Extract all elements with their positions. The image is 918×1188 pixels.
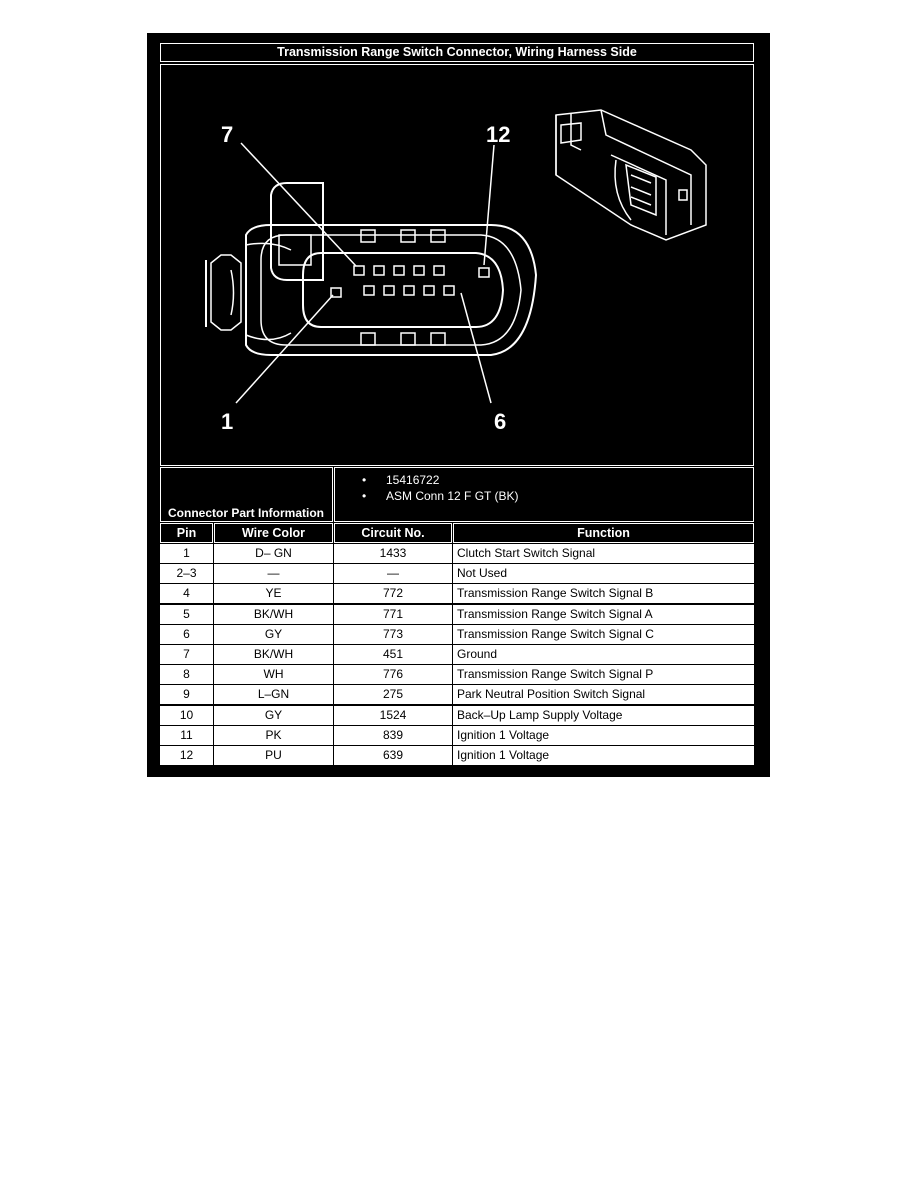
wire-color-cell: YE bbox=[214, 584, 333, 604]
function-cell: Back–Up Lamp Supply Voltage bbox=[453, 705, 754, 725]
circuit-cell: 776 bbox=[334, 665, 452, 685]
pin-cell: 2–3 bbox=[160, 564, 213, 584]
page-title: Transmission Range Switch Connector, Wir… bbox=[160, 43, 754, 62]
circuit-cell: 275 bbox=[334, 685, 452, 705]
function-cell: Not Used bbox=[453, 564, 754, 584]
pin-cell: 1 bbox=[160, 544, 213, 563]
connector-part-information-label: Connector Part Information bbox=[160, 467, 333, 522]
pin-cell: 9 bbox=[160, 685, 213, 705]
pin-face bbox=[302, 252, 505, 328]
part-number: 15416722 bbox=[335, 472, 753, 488]
column-header-circuit: Circuit No. bbox=[334, 523, 452, 543]
pin-callout-7: 7 bbox=[221, 122, 233, 147]
wire-color-cell: PU bbox=[214, 746, 333, 765]
column-header-function: Function bbox=[453, 523, 754, 543]
pin-cell: 6 bbox=[160, 624, 213, 644]
pin-callout-1: 1 bbox=[221, 409, 233, 434]
cpi-label-text: Connector Part Information bbox=[168, 506, 325, 520]
pin-cell: 7 bbox=[160, 645, 213, 664]
circuit-cell: — bbox=[334, 564, 452, 584]
pin-cell: 10 bbox=[160, 705, 213, 725]
connector-face-drawing: 7 12 1 6 bbox=[205, 109, 707, 434]
pin-cell: 12 bbox=[160, 746, 213, 765]
function-cell: Ground bbox=[453, 645, 754, 664]
connector-part-information: 15416722 ASM Conn 12 F GT (BK) bbox=[334, 467, 754, 522]
wire-color-cell: BK/WH bbox=[214, 645, 333, 664]
wire-color-cell: WH bbox=[214, 665, 333, 685]
function-cell: Transmission Range Switch Signal A bbox=[453, 604, 754, 624]
pin-cell: 4 bbox=[160, 584, 213, 604]
connector-perspective-view bbox=[555, 109, 707, 241]
connector-illustration: 7 12 1 6 bbox=[160, 64, 754, 466]
function-cell: Ignition 1 Voltage bbox=[453, 725, 754, 745]
circuit-cell: 773 bbox=[334, 624, 452, 644]
circuit-cell: 1524 bbox=[334, 705, 452, 725]
wire-color-cell: PK bbox=[214, 725, 333, 745]
function-cell: Transmission Range Switch Signal C bbox=[453, 624, 754, 644]
wire-color-cell: GY bbox=[214, 624, 333, 644]
function-cell: Transmission Range Switch Signal P bbox=[453, 665, 754, 685]
circuit-cell: 771 bbox=[334, 604, 452, 624]
function-cell: Ignition 1 Voltage bbox=[453, 746, 754, 765]
pin-cell: 5 bbox=[160, 604, 213, 624]
pin-callout-12: 12 bbox=[486, 122, 510, 147]
pin-cell: 11 bbox=[160, 725, 213, 745]
connector-description: ASM Conn 12 F GT (BK) bbox=[335, 488, 753, 504]
circuit-cell: 772 bbox=[334, 584, 452, 604]
wire-color-cell: D– GN bbox=[214, 544, 333, 563]
circuit-cell: 451 bbox=[334, 645, 452, 664]
function-cell: Park Neutral Position Switch Signal bbox=[453, 685, 754, 705]
wire-color-cell: GY bbox=[214, 705, 333, 725]
pin-callout-6: 6 bbox=[494, 409, 506, 434]
circuit-cell: 639 bbox=[334, 746, 452, 765]
wire-color-cell: L–GN bbox=[214, 685, 333, 705]
function-cell: Transmission Range Switch Signal B bbox=[453, 584, 754, 604]
pin-cell: 8 bbox=[160, 665, 213, 685]
connector-shell bbox=[245, 224, 538, 356]
circuit-cell: 839 bbox=[334, 725, 452, 745]
wire-color-cell: — bbox=[214, 564, 333, 584]
column-header-wire-color: Wire Color bbox=[214, 523, 333, 543]
circuit-cell: 1433 bbox=[334, 544, 452, 563]
wire-color-cell: BK/WH bbox=[214, 604, 333, 624]
column-header-pin: Pin bbox=[160, 523, 213, 543]
function-cell: Clutch Start Switch Signal bbox=[453, 544, 754, 563]
